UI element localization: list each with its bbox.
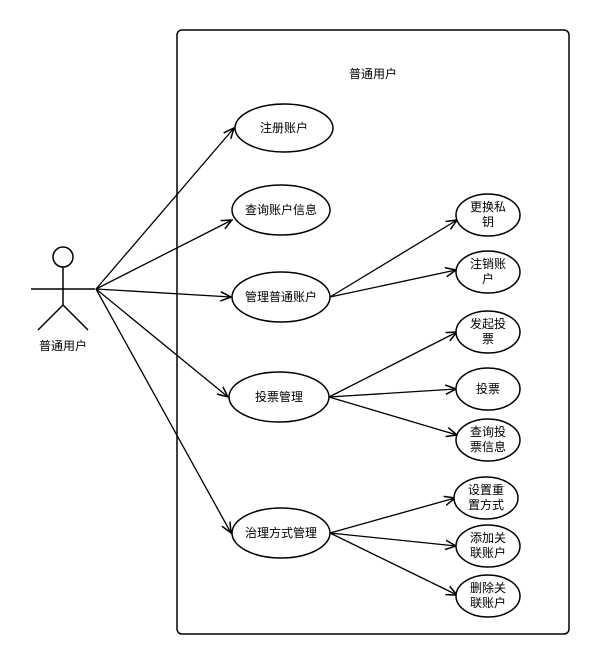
use-case-vote-manage: 投票管理 [228,371,330,423]
system-boundary [176,29,570,635]
use-case-change-key-label: 更换私 [470,200,506,214]
assoc-vote [328,389,456,398]
assoc-register [95,128,234,290]
use-case-add-linked-label: 添加关 [470,531,506,545]
use-case-query-vote-shape [455,418,521,462]
use-case-vote: 投票 [455,367,521,411]
use-case-set-reset-label-2: 置方式 [468,497,504,512]
use-case-add-linked: 添加关 联账户 [455,524,521,568]
assoc-manage [95,288,231,297]
use-case-register: 注册账户 [234,103,334,153]
use-case-cancel-account: 注销账 户 [455,250,521,294]
use-case-change-key-shape [455,193,521,237]
assoc-governance [95,288,231,533]
assoc-change-key [329,220,457,298]
use-case-query-vote-label: 查询投 [470,424,506,439]
assoc-vote-manage [95,288,228,397]
use-case-start-vote-label-2: 票 [482,332,494,346]
actor-leg-right [62,304,89,331]
assoc-query-info [95,220,232,290]
use-case-manage-label: 管理普通账户 [245,289,317,304]
use-case-set-reset-label: 设置重 [468,483,504,497]
system-title: 普通用户 [349,66,397,81]
sub-associations [328,220,457,595]
use-case-change-key-label-2: 钥 [482,215,494,229]
use-case-query-info-shape [231,184,331,236]
use-case-cancel-account-label: 注销账 [470,256,506,271]
use-case-cancel-account-label-2: 户 [482,271,494,286]
use-case-delete-linked-label-2: 联账户 [470,595,506,610]
actor-head [52,246,74,268]
use-case-query-info: 查询账户信息 [231,184,331,236]
assoc-query-vote [328,396,457,435]
assoc-start-vote [328,332,457,398]
use-case-query-vote: 查询投 票信息 [455,418,521,462]
use-case-cancel-account-shape [455,250,521,294]
use-case-vote-manage-label: 投票管理 [255,389,303,404]
use-case-query-vote-label-2: 票信息 [470,439,506,454]
assoc-delete-linked [329,532,457,595]
actor-associations [95,128,234,533]
use-case-change-key: 更换私 钥 [455,193,521,237]
use-case-register-shape [234,103,334,153]
use-case-set-reset-shape [453,476,519,520]
use-case-governance: 治理方式管理 [231,507,331,559]
use-case-start-vote-label: 发起投 [470,316,506,331]
use-case-governance-label: 治理方式管理 [245,525,317,540]
assoc-set-reset [329,498,455,534]
use-case-query-info-label: 查询账户信息 [245,202,317,217]
use-case-start-vote: 发起投 票 [455,310,521,354]
use-case-vote-shape [455,367,521,411]
assoc-add-linked [329,532,456,546]
use-case-delete-linked: 删除关 联账户 [455,574,521,618]
use-case-vote-label: 投票 [476,381,500,396]
use-case-set-reset: 设置重 置方式 [453,476,519,520]
use-case-add-linked-shape [455,524,521,568]
use-case-delete-linked-label: 删除关 [470,580,506,595]
use-case-add-linked-label-2: 联账户 [470,545,506,560]
use-case-manage-shape [231,271,331,323]
use-case-start-vote-shape [455,310,521,354]
assoc-cancel-account [329,270,456,298]
use-case-delete-linked-shape [455,574,521,618]
use-case-governance-shape [231,507,331,559]
use-case-register-label: 注册账户 [260,120,308,135]
actor-label: 普通用户 [39,338,87,353]
use-case-manage: 管理普通账户 [231,271,331,323]
actor [31,246,95,331]
use-case-vote-manage-shape [228,371,330,423]
actor-leg-left [37,304,64,331]
